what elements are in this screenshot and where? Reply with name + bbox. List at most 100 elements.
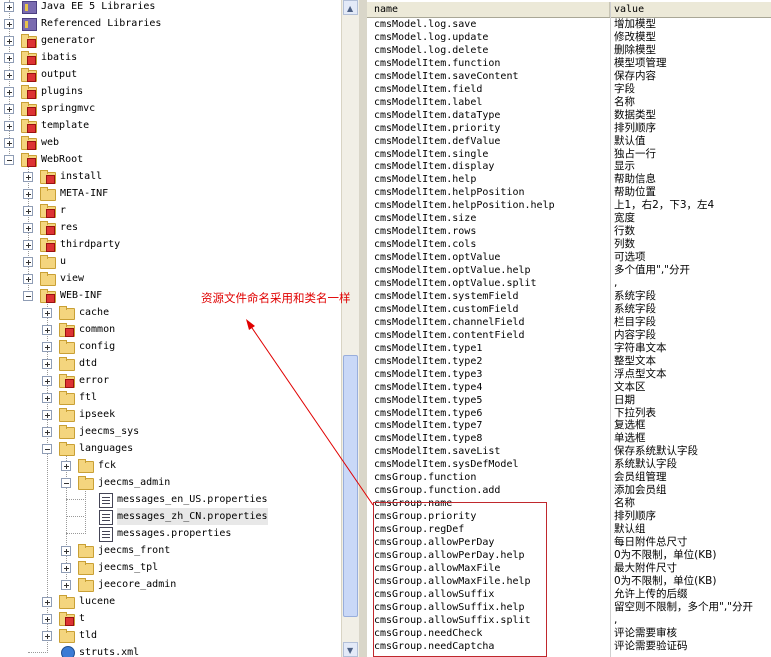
tree-item[interactable]: lucene: [0, 593, 341, 610]
collapse-icon[interactable]: [61, 478, 71, 488]
expand-icon[interactable]: [4, 138, 14, 148]
tree-item[interactable]: web: [0, 134, 341, 151]
expand-icon[interactable]: [4, 36, 14, 46]
tree-item[interactable]: jeecms_admin: [0, 474, 341, 491]
tree-item[interactable]: ftl: [0, 389, 341, 406]
tree-item[interactable]: res: [0, 219, 341, 236]
table-row[interactable]: cmsModelItem.optValue.split,: [367, 277, 771, 290]
tree-item[interactable]: jeecms_sys: [0, 423, 341, 440]
expand-icon[interactable]: [42, 631, 52, 641]
tree-item[interactable]: META-INF: [0, 185, 341, 202]
tree-item[interactable]: template: [0, 117, 341, 134]
tree-item[interactable]: plugins: [0, 83, 341, 100]
tree-item[interactable]: languages: [0, 440, 341, 457]
scroll-thumb[interactable]: [343, 355, 358, 617]
expand-icon[interactable]: [23, 257, 33, 267]
tree-item[interactable]: r: [0, 202, 341, 219]
expand-icon[interactable]: [4, 2, 14, 12]
tree-item[interactable]: messages.properties: [0, 525, 341, 542]
expand-icon[interactable]: [61, 580, 71, 590]
tree-item[interactable]: t: [0, 610, 341, 627]
expand-icon[interactable]: [23, 223, 33, 233]
expand-icon[interactable]: [4, 70, 14, 80]
tree-item[interactable]: error: [0, 372, 341, 389]
expand-icon[interactable]: [61, 546, 71, 556]
tree-item[interactable]: tld: [0, 627, 341, 644]
expand-icon[interactable]: [42, 427, 52, 437]
tree-item[interactable]: ibatis: [0, 49, 341, 66]
tree-item[interactable]: WebRoot: [0, 151, 341, 168]
expand-icon[interactable]: [61, 461, 71, 471]
expand-icon[interactable]: [42, 308, 52, 318]
tree-item[interactable]: jeecms_front: [0, 542, 341, 559]
tree-item[interactable]: install: [0, 168, 341, 185]
expand-icon[interactable]: [42, 410, 52, 420]
expand-icon[interactable]: [4, 53, 14, 63]
pane-divider[interactable]: [359, 0, 367, 657]
expand-icon[interactable]: [42, 359, 52, 369]
expand-icon[interactable]: [23, 206, 33, 216]
collapse-icon[interactable]: [42, 444, 52, 454]
tree-item[interactable]: common: [0, 321, 341, 338]
tree-item[interactable]: fck: [0, 457, 341, 474]
expand-icon[interactable]: [42, 325, 52, 335]
table-row[interactable]: cmsGroup.allowSuffix.split,: [367, 614, 771, 627]
tree-item[interactable]: thirdparty: [0, 236, 341, 253]
expand-icon[interactable]: [4, 19, 14, 29]
expand-icon[interactable]: [42, 376, 52, 386]
tree-item[interactable]: dtd: [0, 355, 341, 372]
tree-item[interactable]: output: [0, 66, 341, 83]
expand-icon[interactable]: [42, 393, 52, 403]
tree-item[interactable]: ipseek: [0, 406, 341, 423]
expand-icon[interactable]: [42, 597, 52, 607]
expand-icon[interactable]: [4, 121, 14, 131]
tree-item[interactable]: jeecore_admin: [0, 576, 341, 593]
tree-item[interactable]: u: [0, 253, 341, 270]
expand-icon[interactable]: [23, 274, 33, 284]
tree-item[interactable]: config: [0, 338, 341, 355]
tree-item[interactable]: view: [0, 270, 341, 287]
tree-item[interactable]: cache: [0, 304, 341, 321]
tree-item[interactable]: generator: [0, 32, 341, 49]
tree-item[interactable]: messages_zh_CN.properties: [0, 508, 341, 525]
tree-item[interactable]: WEB-INF: [0, 287, 341, 304]
collapse-icon[interactable]: [23, 291, 33, 301]
